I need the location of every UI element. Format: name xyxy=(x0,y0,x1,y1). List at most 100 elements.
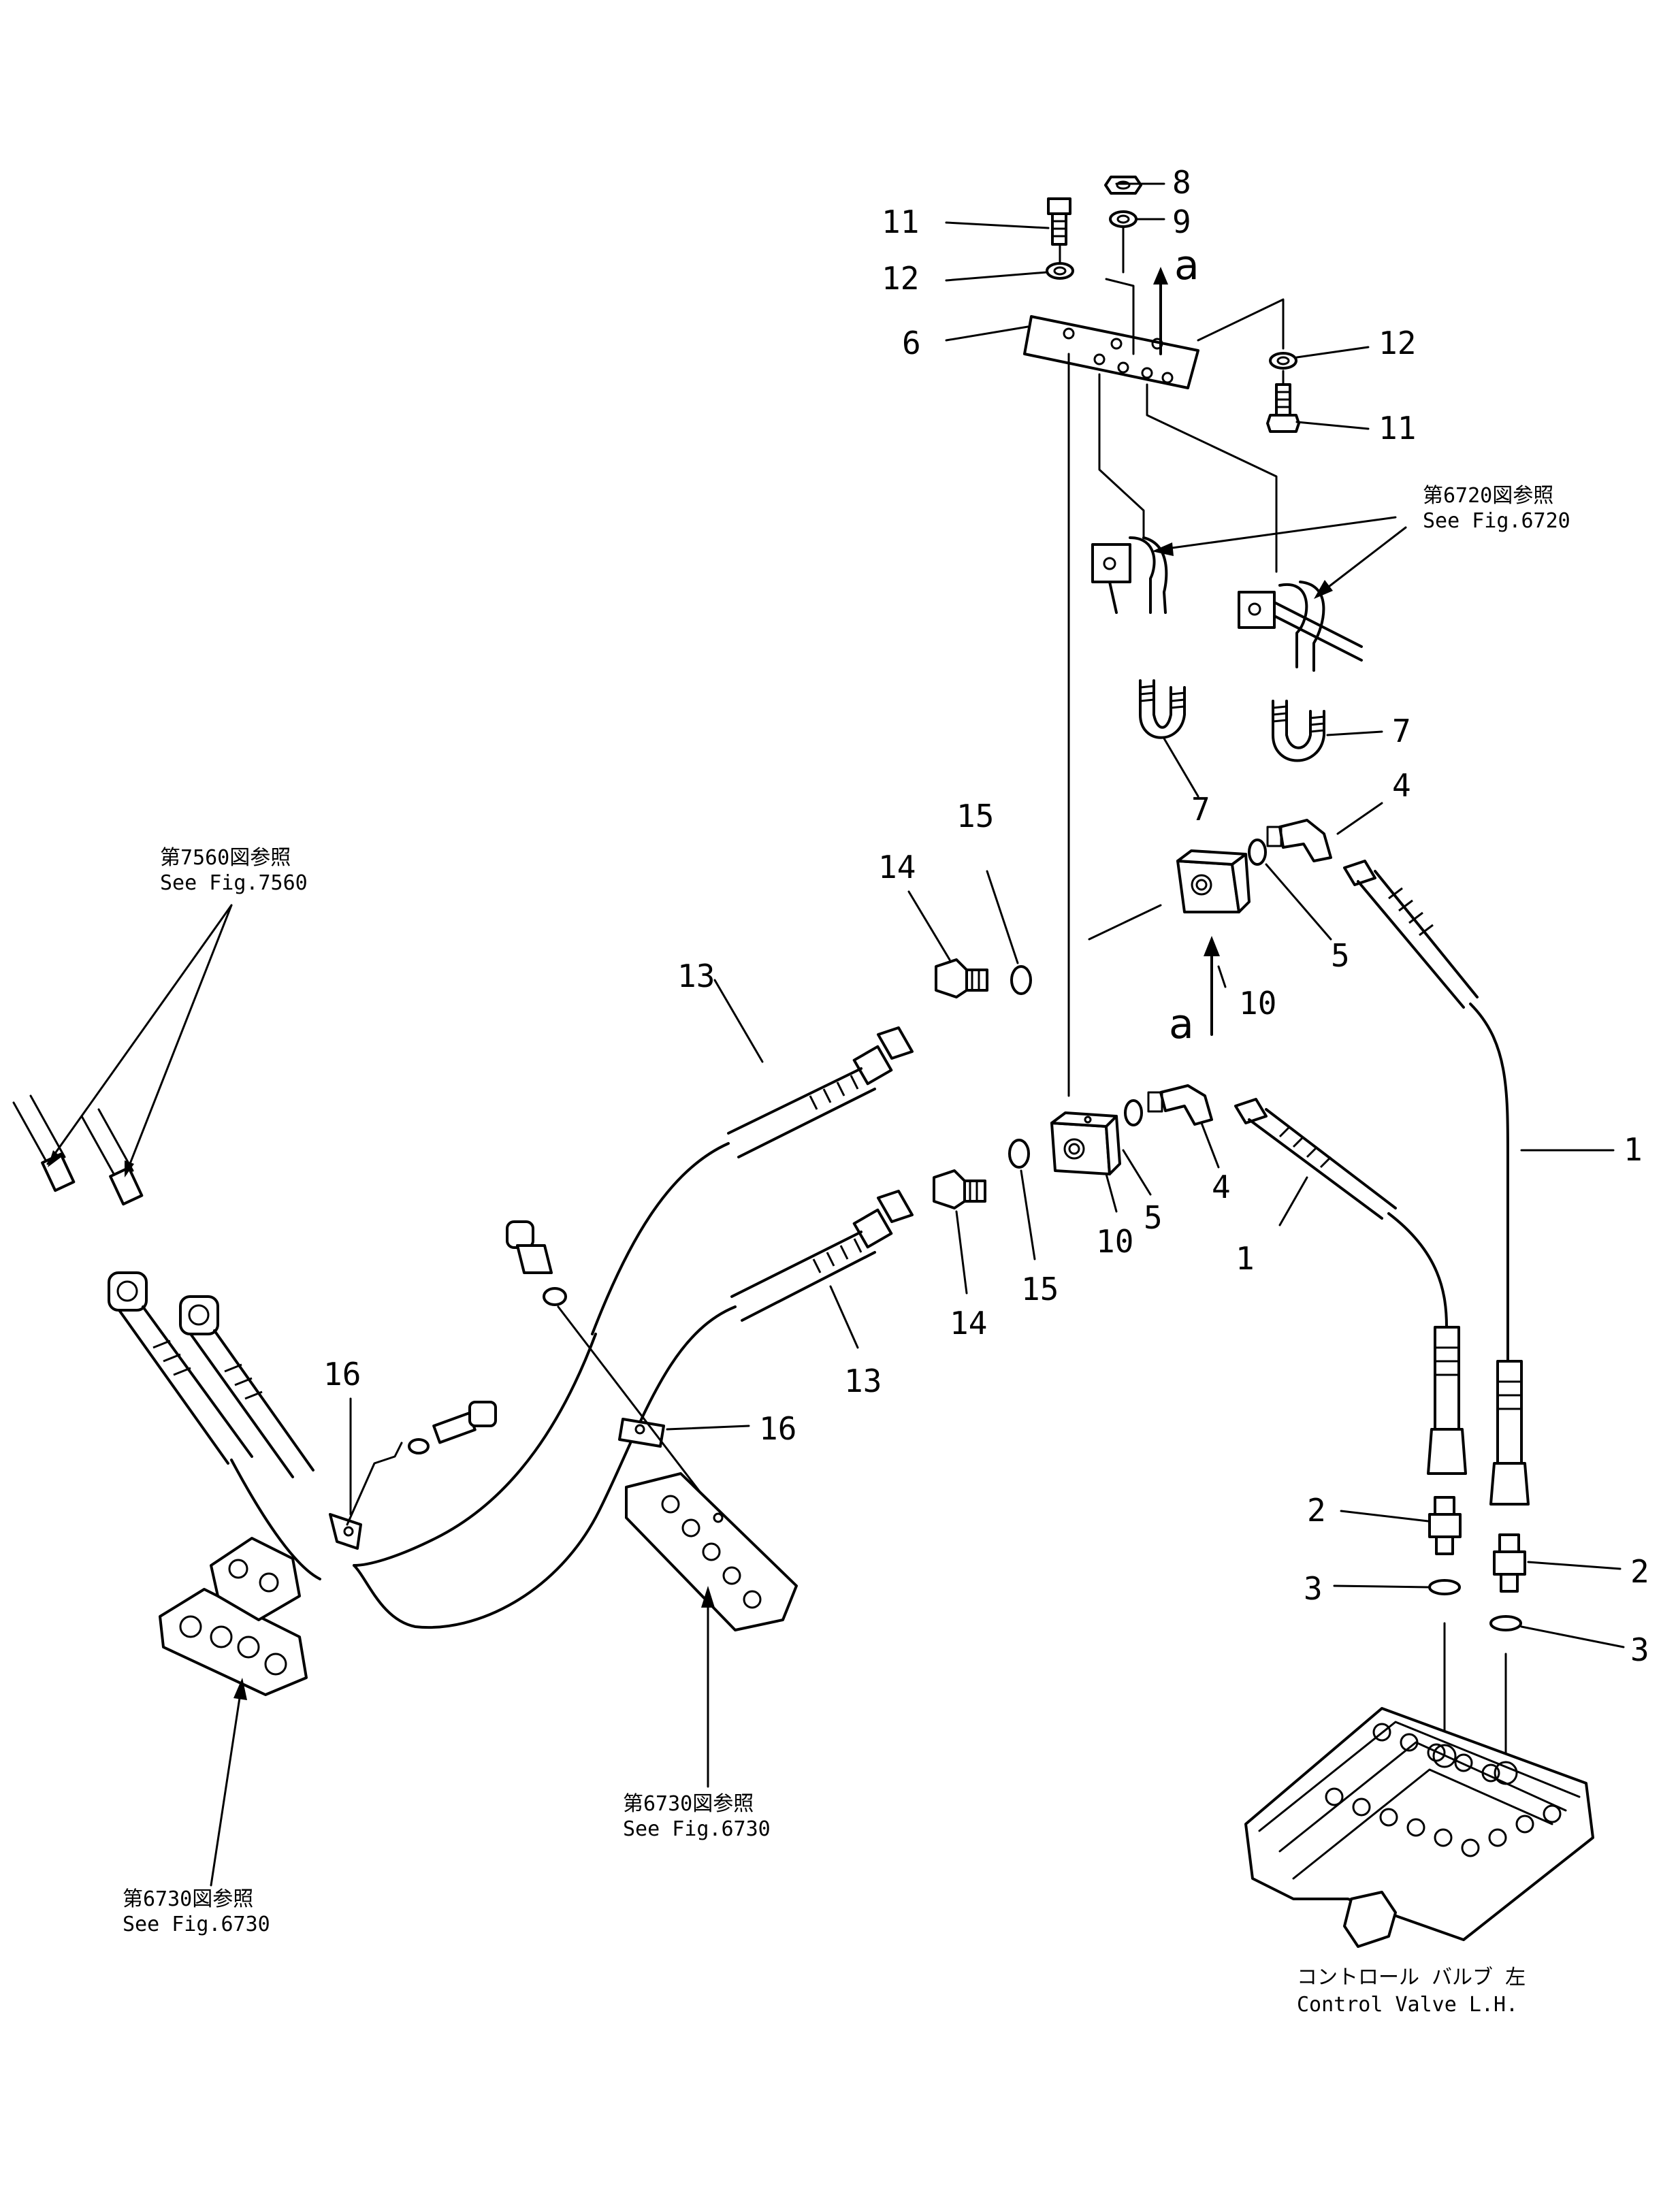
view-mark-a-mid: a xyxy=(1169,1001,1194,1048)
hose-1-right xyxy=(1343,860,1530,1506)
ref-fig-6730-center: 第6730図参照 See Fig.6730 xyxy=(623,1792,771,1841)
hose-end-7560-left xyxy=(12,1094,76,1192)
control-valve-en: Control Valve L.H. xyxy=(1297,1993,1518,2017)
connector-14-upper xyxy=(935,958,988,998)
ref-fig-6720: 第6720図参照 See Fig.6720 xyxy=(1423,484,1570,533)
ref-fig-7560: 第7560図参照 See Fig.7560 xyxy=(160,846,308,895)
bracket-plate-6 xyxy=(1023,278,1199,389)
adapter-2-left xyxy=(1428,1496,1462,1555)
washer-12-top xyxy=(1046,262,1074,280)
leader-6730-left xyxy=(210,1683,243,1887)
nut-8 xyxy=(1104,176,1142,195)
callout-3-left: 3 xyxy=(1304,1570,1323,1607)
callout-14-lower: 14 xyxy=(950,1305,987,1341)
clamp-16-center xyxy=(618,1418,665,1448)
callout-16-center: 16 xyxy=(759,1410,796,1447)
hose-end-7560-right xyxy=(80,1108,144,1206)
clamp-block-6730-left xyxy=(159,1537,308,1696)
bolt-11-top xyxy=(1047,197,1071,246)
callout-2-left: 2 xyxy=(1307,1492,1326,1529)
ref-6730-center-en: See Fig.6730 xyxy=(623,1817,771,1841)
ref-7560-en: See Fig.7560 xyxy=(160,871,308,895)
o-ring-15-lower xyxy=(1008,1139,1030,1169)
callout-2-right: 2 xyxy=(1630,1553,1649,1590)
leader-6720-a xyxy=(1156,516,1397,551)
connector-14-lower xyxy=(933,1169,986,1209)
leader-7560-a xyxy=(46,904,233,1165)
callout-5-lower: 5 xyxy=(1144,1199,1163,1236)
callout-leaders xyxy=(349,182,1625,1648)
view-arrow-a-mid: a xyxy=(1169,936,1220,1048)
callout-11-right: 11 xyxy=(1378,410,1416,446)
o-ring-15-upper xyxy=(1010,965,1032,995)
control-valve-jp: コントロール バルブ 左 xyxy=(1297,1966,1526,1989)
ref-7560-jp: 第7560図参照 xyxy=(160,846,291,870)
hose-13-upper xyxy=(591,1026,914,1335)
callout-11-top: 11 xyxy=(882,204,919,240)
u-bolt-7-left xyxy=(1139,679,1186,739)
bolt-center-assembly xyxy=(506,1220,726,1526)
callout-1-right: 1 xyxy=(1624,1131,1643,1168)
callout-14-upper: 14 xyxy=(878,849,916,885)
callout-13-lower: 13 xyxy=(844,1363,882,1399)
callout-1-left: 1 xyxy=(1236,1240,1255,1277)
control-valve-lh xyxy=(1244,1707,1594,1948)
callout-numbers: 8 9 11 12 6 12 11 7 7 4 5 10 15 14 13 4 … xyxy=(323,164,1649,1668)
guide-line-clamp-left xyxy=(1098,373,1145,539)
hose-left-a xyxy=(108,1271,321,1580)
hose-13-upper-tail xyxy=(353,1333,597,1567)
o-ring-3-right xyxy=(1489,1615,1522,1631)
callout-4-lower: 4 xyxy=(1212,1169,1231,1205)
block-10-lower xyxy=(1050,1111,1121,1175)
control-valve-label: コントロール バルブ 左 Control Valve L.H. xyxy=(1297,1966,1526,2017)
callout-13-upper: 13 xyxy=(677,958,715,994)
callout-8: 8 xyxy=(1172,164,1191,201)
hose-left-b xyxy=(179,1295,315,1478)
leader-7560-b xyxy=(125,904,233,1175)
guide-line-clamp-right xyxy=(1146,383,1278,573)
callout-7-right: 7 xyxy=(1392,713,1411,749)
callout-10-upper: 10 xyxy=(1239,985,1276,1022)
callout-15-upper: 15 xyxy=(956,798,994,834)
clamp-16-left xyxy=(329,1442,403,1550)
leader-block-upper xyxy=(1088,904,1162,941)
ref-6730-left-en: See Fig.6730 xyxy=(123,1913,270,1936)
callout-12-right: 12 xyxy=(1378,325,1416,361)
callout-3-right: 3 xyxy=(1630,1631,1649,1668)
clamp-right-6720 xyxy=(1238,581,1363,672)
callout-15-lower: 15 xyxy=(1021,1271,1059,1307)
washer-9 xyxy=(1109,210,1138,228)
leader-plate-right xyxy=(1197,298,1285,350)
bolt-11-right xyxy=(1266,383,1300,433)
callout-9: 9 xyxy=(1172,204,1191,240)
view-arrow-a-top: a xyxy=(1153,242,1199,355)
clamp-left-6720 xyxy=(1091,536,1168,614)
block-10-upper xyxy=(1176,849,1251,913)
hose-1-left xyxy=(1234,1098,1467,1475)
elbow-4-lower xyxy=(1147,1084,1213,1126)
callout-16-left: 16 xyxy=(323,1356,361,1393)
hose-13-lower xyxy=(353,1190,914,1629)
view-mark-a-top: a xyxy=(1174,242,1199,289)
o-ring-5-upper xyxy=(1248,839,1267,866)
o-ring-3-left xyxy=(1428,1579,1461,1595)
callout-12-top: 12 xyxy=(882,260,919,297)
ref-6730-center-jp: 第6730図参照 xyxy=(623,1792,754,1816)
o-ring-5-lower xyxy=(1124,1099,1143,1126)
ref-fig-6730-left: 第6730図参照 See Fig.6730 xyxy=(123,1887,270,1936)
callout-4-upper: 4 xyxy=(1392,767,1411,804)
washer-12-right xyxy=(1269,352,1297,370)
ref-6720-en: See Fig.6720 xyxy=(1423,509,1570,533)
callout-5-upper: 5 xyxy=(1331,937,1350,974)
clamp-block-6730-center xyxy=(625,1472,798,1631)
bolt-left-assembly xyxy=(408,1401,497,1454)
adapter-2-right xyxy=(1493,1533,1526,1593)
ref-6730-left-jp: 第6730図参照 xyxy=(123,1887,253,1911)
callout-7-left: 7 xyxy=(1191,791,1210,828)
elbow-4-upper xyxy=(1266,819,1332,862)
leader-6720-b xyxy=(1316,526,1407,597)
ref-6720-jp: 第6720図参照 xyxy=(1423,484,1553,508)
u-bolt-7-right xyxy=(1272,700,1325,762)
